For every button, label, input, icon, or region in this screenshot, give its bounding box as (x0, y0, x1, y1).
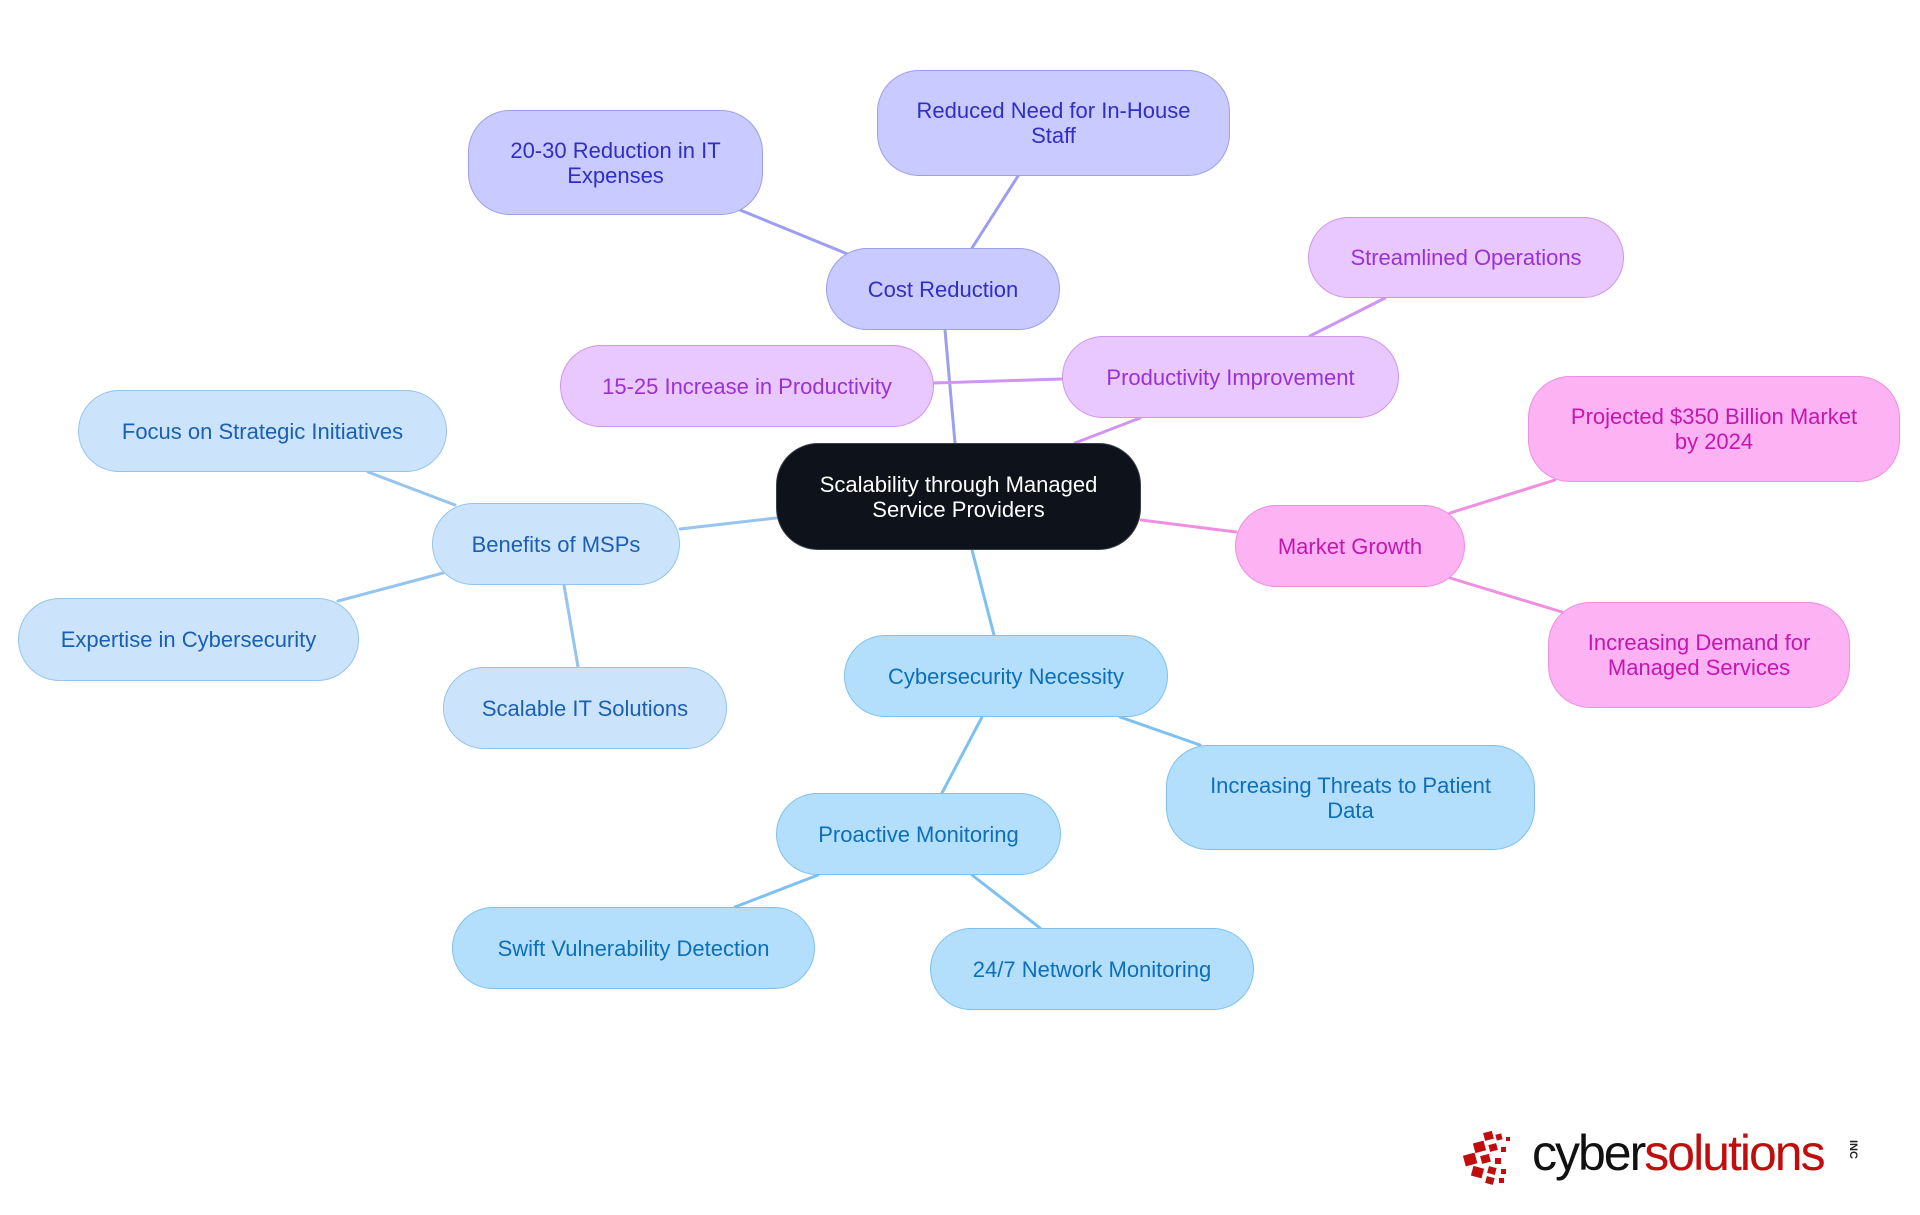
node-productivity-improvement[interactable]: Productivity Improvement (1062, 336, 1399, 418)
node-label: Cybersecurity Necessity (888, 663, 1124, 689)
node-label: Increasing Demand for Managed Services (1587, 630, 1811, 680)
node-label: 24/7 Network Monitoring (972, 956, 1212, 982)
node-label: Projected $350 Billion Market by 2024 (1570, 404, 1858, 454)
node-threats-patient-data[interactable]: Increasing Threats to Patient Data (1166, 745, 1535, 850)
node-label: 20-30 Reduction in IT Expenses (510, 137, 721, 188)
node-streamlined-operations[interactable]: Streamlined Operations (1308, 217, 1624, 298)
node-label: 15-25 Increase in Productivity (602, 373, 892, 399)
logo-squares-icon (1462, 1130, 1510, 1185)
node-projected-market[interactable]: Projected $350 Billion Market by 2024 (1528, 376, 1900, 482)
node-proactive-monitoring[interactable]: Proactive Monitoring (776, 793, 1061, 875)
node-label: Benefits of MSPs (471, 531, 641, 557)
node-label: Cost Reduction (867, 276, 1019, 302)
node-label: Scalable IT Solutions (481, 695, 689, 721)
node-cybersecurity-necessity[interactable]: Cybersecurity Necessity (844, 635, 1168, 717)
root-label: Scalability through Managed Service Prov… (819, 471, 1098, 522)
node-20-30-reduction[interactable]: 20-30 Reduction in IT Expenses (468, 110, 763, 215)
root-node[interactable]: Scalability through Managed Service Prov… (776, 443, 1141, 550)
node-network-monitoring[interactable]: 24/7 Network Monitoring (930, 928, 1254, 1010)
node-label: Streamlined Operations (1350, 245, 1582, 270)
node-focus-strategic-initiatives[interactable]: Focus on Strategic Initiatives (78, 390, 447, 472)
node-label: Increasing Threats to Patient Data (1210, 772, 1491, 823)
logo-wordmark: cybersolutions (1532, 1125, 1826, 1181)
node-label: Swift Vulnerability Detection (497, 935, 770, 961)
cybersolutions-logo: cybersolutions INC (1462, 1120, 1862, 1190)
node-increasing-demand[interactable]: Increasing Demand for Managed Services (1548, 602, 1850, 708)
node-reduced-in-house-staff[interactable]: Reduced Need for In-House Staff (877, 70, 1230, 176)
node-benefits-of-msps[interactable]: Benefits of MSPs (432, 503, 680, 585)
node-cost-reduction[interactable]: Cost Reduction (826, 248, 1060, 330)
node-label: Market Growth (1277, 533, 1423, 559)
logo-inc: INC (1847, 1140, 1859, 1159)
node-15-25-increase[interactable]: 15-25 Increase in Productivity (560, 345, 934, 427)
node-scalable-it-solutions[interactable]: Scalable IT Solutions (443, 667, 727, 749)
node-expertise-cybersecurity[interactable]: Expertise in Cybersecurity (18, 598, 359, 681)
node-label: Productivity Improvement (1106, 364, 1355, 390)
node-label: Expertise in Cybersecurity (60, 627, 317, 652)
node-label: Focus on Strategic Initiatives (121, 418, 404, 444)
node-swift-vulnerability-detection[interactable]: Swift Vulnerability Detection (452, 907, 815, 989)
node-label: Reduced Need for In-House Staff (916, 98, 1191, 148)
node-label: Proactive Monitoring (818, 821, 1019, 847)
node-market-growth[interactable]: Market Growth (1235, 505, 1465, 587)
